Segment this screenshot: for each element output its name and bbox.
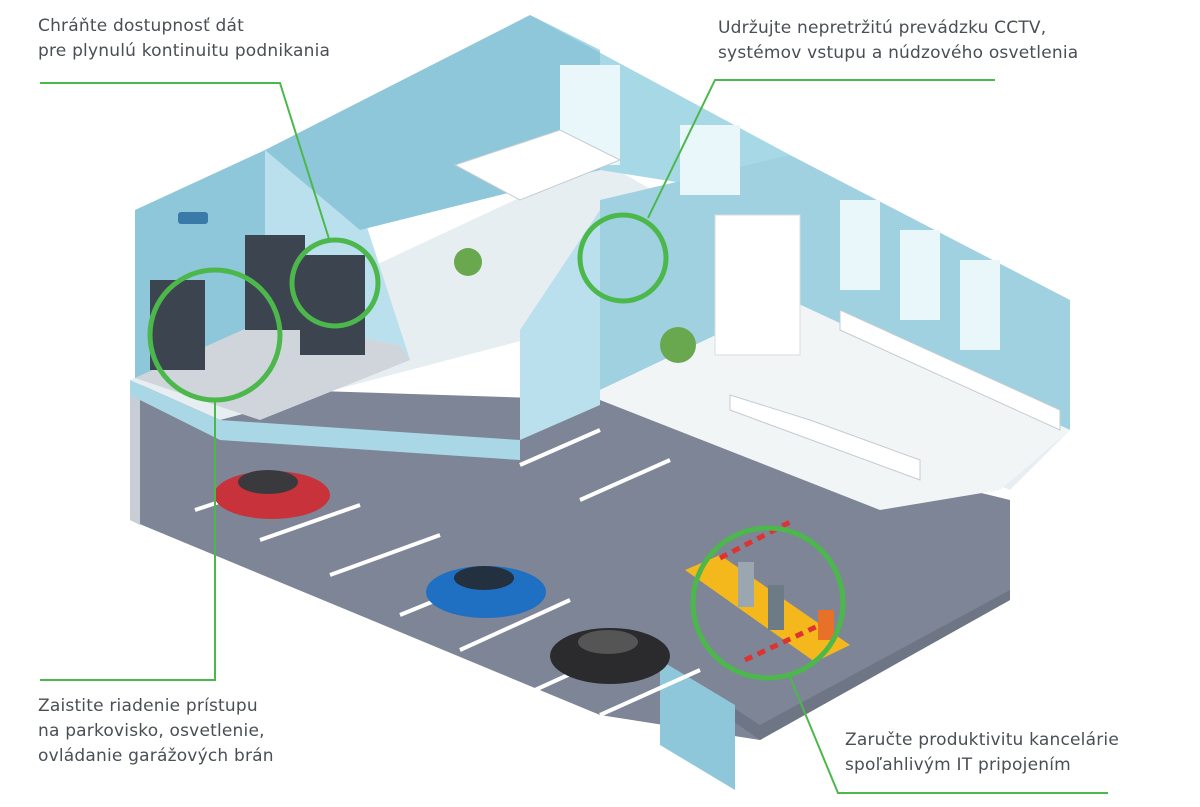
callout-cctv: Udržujte nepretržitú prevádzku CCTV, sys… [718,16,1078,66]
plant [660,327,696,363]
car-black [550,628,670,684]
bookshelf [714,214,801,356]
office-windows [560,65,1000,350]
callout-it-connectivity: Zaručte produktivitu kancelárie spoľahli… [845,728,1119,778]
callout-circle-it [690,525,846,681]
callout-line: Zaručte produktivitu kancelárie [845,730,1119,750]
front-wall-left [130,380,520,460]
callout-line: systémov vstupu a núdzového osvetlenia [718,43,1079,63]
callout-parking: Zaistite riadenie prístupu na parkovisko… [38,694,274,769]
callout-line: pre plynulú kontinuitu podnikania [38,41,331,61]
callout-line: Udržujte nepretržitú prevádzku CCTV, [718,18,1047,38]
callout-circle-data [289,237,381,329]
callout-line: na parkovisko, osvetlenie, [38,721,265,741]
car-red [214,470,330,519]
plant [454,248,482,276]
callout-line: ovládanie garážových brán [38,746,274,766]
callout-data-availability: Chráňte dostupnosť dát pre plynulú konti… [38,14,330,64]
parking-barrier [685,519,850,663]
callout-line: Chráňte dostupnosť dát [38,16,245,36]
callout-leader-lines [40,79,1108,794]
cctv-camera-icon [178,212,208,224]
server-racks [150,235,365,370]
gate-wall [660,660,735,790]
callout-line: spoľahlivým IT pripojením [845,755,1071,775]
car-blue [426,566,546,618]
callout-circle-cctv [577,212,669,304]
callout-line: Zaistite riadenie prístupu [38,696,258,716]
office-desks [453,129,1061,481]
parking-front-wall [130,385,140,525]
